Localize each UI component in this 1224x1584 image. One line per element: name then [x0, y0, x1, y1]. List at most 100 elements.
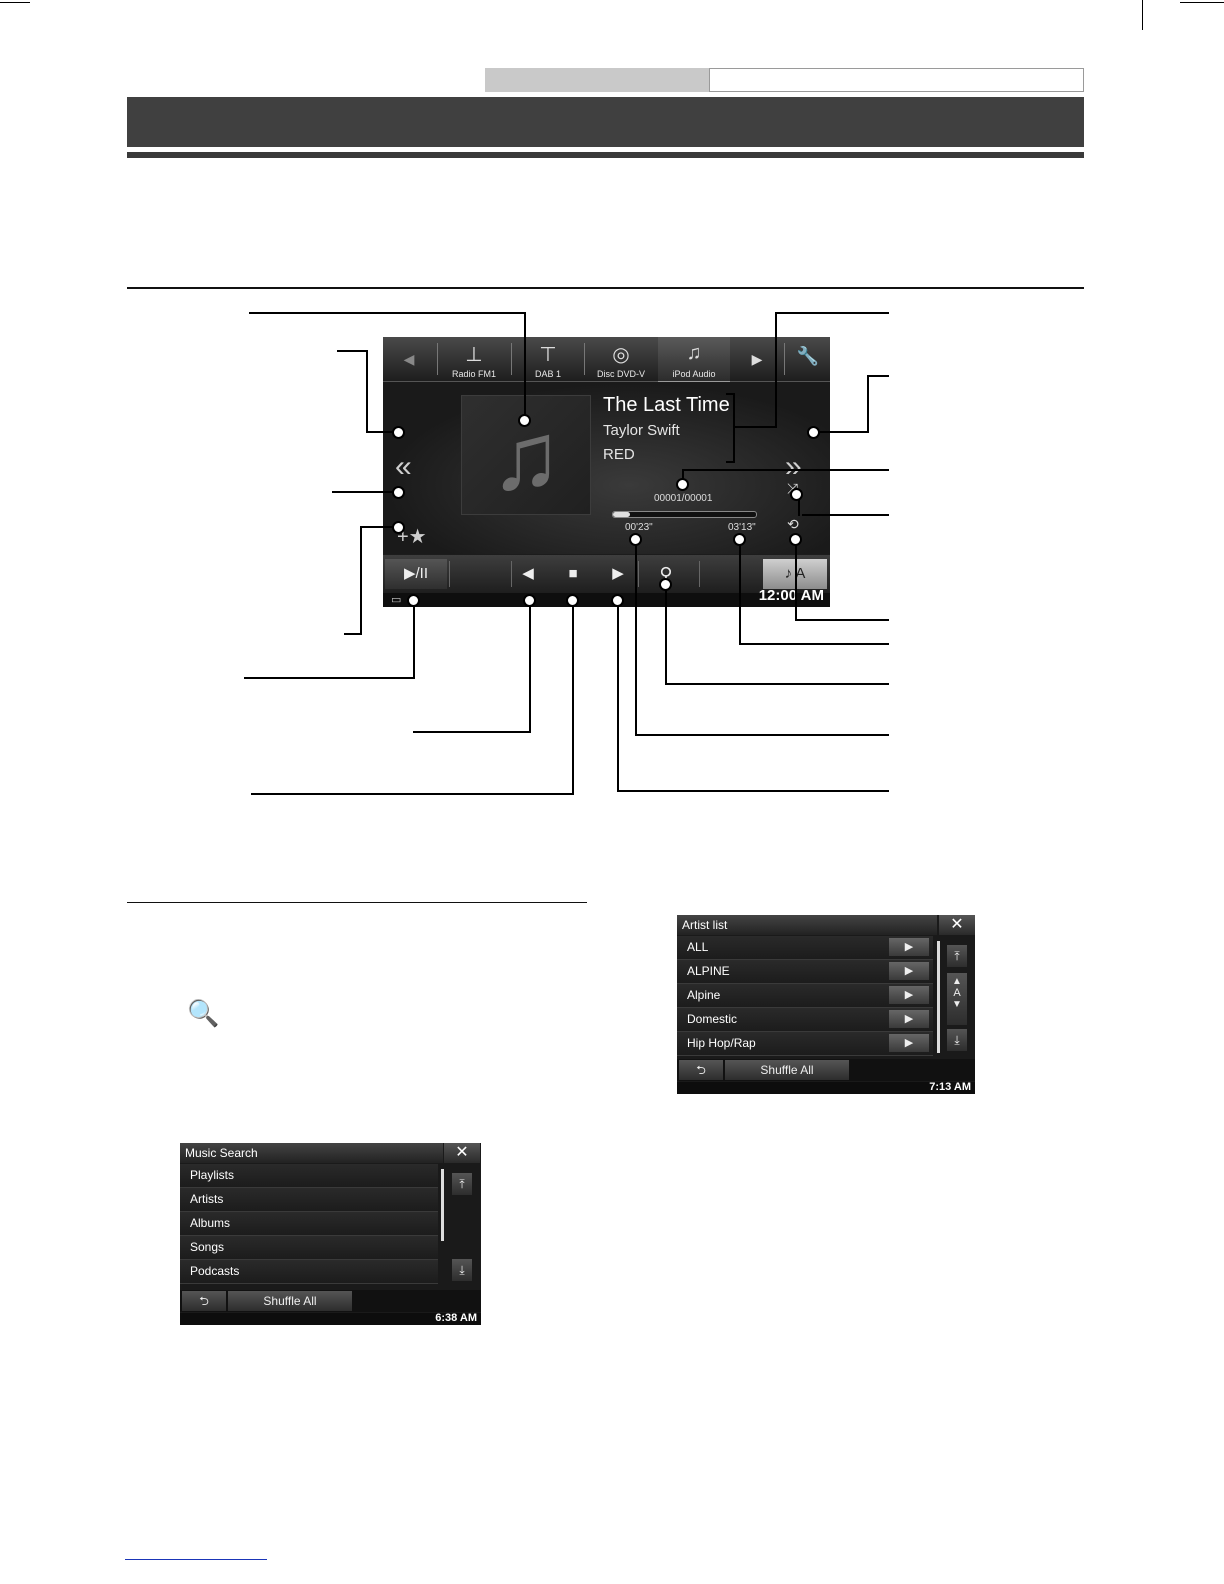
callout-line: [413, 731, 531, 733]
close-button[interactable]: ✕: [444, 1143, 480, 1163]
song-title: The Last Time: [603, 394, 730, 416]
callout-line: [817, 431, 869, 433]
left-arrow-icon: ◀: [403, 351, 415, 367]
chapter-header-rule: [127, 152, 1084, 158]
previous-track-button[interactable]: ◀: [522, 565, 534, 582]
source-tab-dab[interactable]: ⊤ DAB 1: [513, 337, 583, 381]
item-arrow-button[interactable]: ▶: [889, 986, 929, 1004]
subsection-rule: [127, 902, 587, 903]
scroll-top-button[interactable]: ⤒: [947, 945, 967, 967]
callout-dot: [789, 533, 802, 546]
stop-button[interactable]: ■: [568, 565, 578, 582]
music-search-title-bar: Music Search: [180, 1143, 443, 1163]
chapter-header-band: [127, 97, 1084, 147]
source-scroll-left-button[interactable]: ◀: [383, 337, 435, 381]
close-button[interactable]: ✕: [939, 915, 975, 935]
scroll-bottom-button[interactable]: ⤓: [452, 1259, 472, 1281]
callout-line: [795, 545, 797, 621]
callout-dot: [407, 594, 420, 607]
item-arrow-button[interactable]: ▶: [889, 1034, 929, 1052]
callout-line: [524, 312, 526, 417]
item-arrow-button[interactable]: ▶: [889, 1010, 929, 1028]
list-item-label: Hip Hop/Rap: [687, 1036, 756, 1050]
callout-dot: [523, 594, 536, 607]
scroll-bottom-button[interactable]: ⤓: [947, 1029, 967, 1051]
source-divider: [437, 343, 438, 375]
callout-line: [682, 469, 889, 471]
source-tab-radio[interactable]: ⊥ Radio FM1: [439, 337, 509, 381]
list-item[interactable]: ALPINE ▶: [677, 960, 933, 984]
next-album-button[interactable]: »: [785, 450, 802, 483]
alpha-scroll-panel[interactable]: ▲ A ▼: [947, 973, 967, 1025]
source-tab-disc[interactable]: ◎ Disc DVD-V: [586, 337, 656, 381]
status-bar: 7:13 AM: [677, 1081, 975, 1094]
source-tab-ipod[interactable]: ♫ iPod Audio: [658, 337, 730, 383]
callout-line: [775, 312, 889, 314]
disc-icon: ◎: [612, 344, 630, 366]
list-item[interactable]: Playlists: [180, 1164, 438, 1188]
callout-line: [635, 734, 889, 736]
list-item[interactable]: Hip Hop/Rap ▶: [677, 1032, 933, 1056]
callout-line: [344, 633, 362, 635]
list-item[interactable]: Artists: [180, 1188, 438, 1212]
play-pause-button[interactable]: ▶/II: [385, 559, 447, 589]
callout-line: [733, 393, 735, 463]
callout-dot: [392, 521, 405, 534]
clock: 7:13 AM: [929, 1081, 971, 1093]
list-item[interactable]: Songs: [180, 1236, 438, 1260]
callout-line: [413, 602, 415, 679]
clock: 6:38 AM: [435, 1312, 477, 1324]
album-artwork[interactable]: ♫: [461, 395, 591, 515]
callout-line: [572, 602, 574, 795]
list-item[interactable]: Albums: [180, 1212, 438, 1236]
settings-button[interactable]: 🔧: [786, 337, 830, 381]
shuffle-all-button[interactable]: Shuffle All: [725, 1060, 849, 1080]
callout-line: [617, 790, 889, 792]
list-item-label: Albums: [190, 1216, 231, 1230]
next-track-button[interactable]: ▶: [612, 565, 624, 582]
settings-wrench-icon: 🔧: [796, 346, 820, 366]
list-item-label: ALPINE: [687, 964, 730, 978]
repeat-icon[interactable]: ⟲: [787, 516, 799, 532]
list-item[interactable]: Podcasts: [180, 1260, 438, 1284]
artist-list-title-bar: Artist list: [677, 915, 937, 935]
source-divider: [511, 343, 512, 375]
scrollbar[interactable]: [441, 1169, 444, 1241]
favorite-star-icon[interactable]: +★: [397, 526, 427, 548]
callout-line: [726, 461, 735, 463]
list-item[interactable]: ALL▶: [677, 936, 933, 960]
callout-line: [739, 545, 741, 645]
back-button[interactable]: ⮌: [679, 1060, 723, 1080]
footer-link-rule: [125, 1559, 267, 1560]
back-button[interactable]: ⮌: [182, 1291, 226, 1311]
callout-line: [529, 602, 531, 733]
scroll-top-button[interactable]: ⤒: [452, 1173, 472, 1195]
shuffle-all-button[interactable]: Shuffle All: [228, 1291, 352, 1311]
list-item[interactable]: Domestic ▶: [677, 1008, 933, 1032]
item-arrow-button[interactable]: ▶: [889, 962, 929, 980]
crop-mark-top-left: [0, 2, 30, 3]
control-bar: ▶/II ◀ ■ ▶ ⚲ ♪ A: [383, 555, 830, 593]
prev-album-button[interactable]: «: [395, 450, 412, 483]
source-scroll-right-button[interactable]: ▶: [732, 337, 782, 381]
source-divider: [584, 343, 585, 375]
antenna-icon: ⊥: [465, 344, 483, 366]
callout-dot: [629, 533, 642, 546]
list-item-label: Songs: [190, 1240, 225, 1254]
source-tab-label: iPod Audio: [672, 369, 716, 379]
control-divider: [511, 561, 512, 587]
section-rule: [127, 287, 1084, 289]
status-bar: 6:38 AM: [180, 1312, 481, 1325]
item-arrow-button[interactable]: ▶: [889, 938, 929, 956]
list-item[interactable]: Alpine▶: [677, 984, 933, 1008]
callout-line: [366, 431, 394, 433]
scroll-up-icon: ▲: [952, 976, 962, 987]
control-divider: [449, 561, 450, 587]
list-item-label: Domestic: [687, 1012, 738, 1026]
progress-bar[interactable]: [612, 511, 757, 518]
callout-line: [635, 545, 637, 736]
list-item-label: Podcasts: [190, 1264, 240, 1278]
control-divider: [638, 561, 639, 587]
section-tab-left: [485, 68, 709, 92]
scrollbar[interactable]: [937, 941, 940, 1053]
